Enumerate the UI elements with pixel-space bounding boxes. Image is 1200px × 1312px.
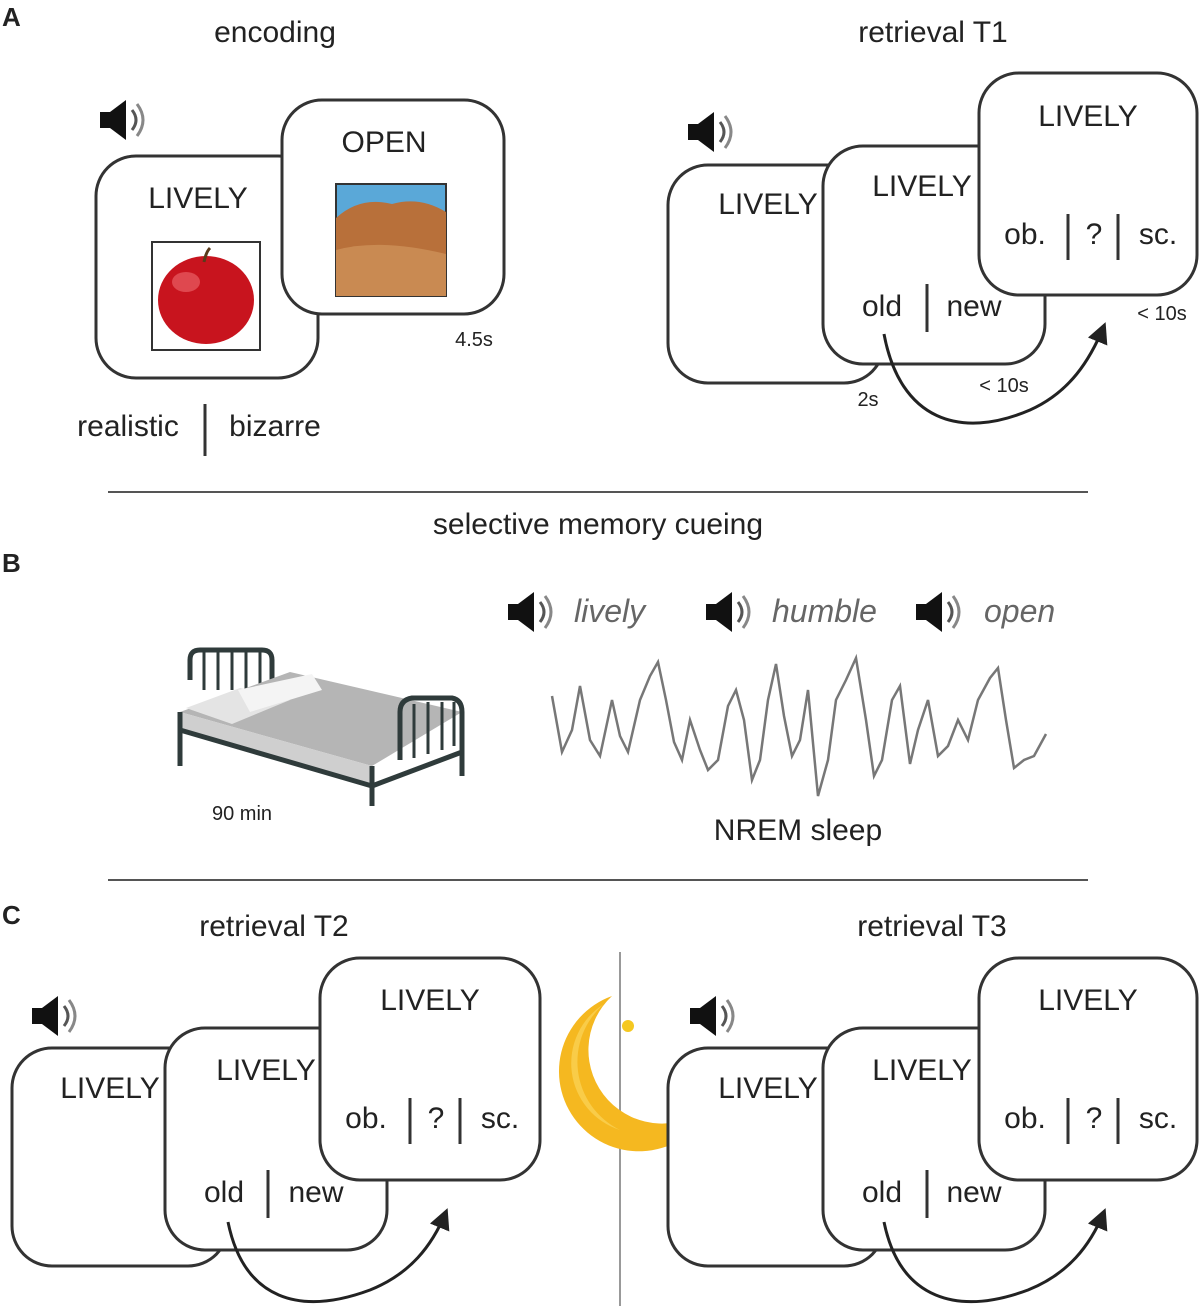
t2-new-label: new (288, 1176, 343, 1209)
encoding-word-lively: LIVELY (148, 182, 248, 215)
t2-old-label: old (204, 1176, 244, 1209)
speaker-icon (98, 98, 145, 142)
t3-unsure-label: ? (1086, 1102, 1103, 1135)
t3-card-2-word: LIVELY (872, 1054, 972, 1087)
t2-sc-label: sc. (481, 1102, 519, 1135)
t2-card-3-word: LIVELY (380, 984, 480, 1017)
t3-card-3 (977, 956, 1199, 1182)
encoding-heading: encoding (214, 16, 336, 49)
cueing-heading: selective memory cueing (433, 508, 763, 541)
t3-card-1-word: LIVELY (718, 1072, 818, 1105)
response-realistic: realistic (77, 410, 179, 443)
t3-card-3-word: LIVELY (1038, 984, 1138, 1017)
speaker-icon (686, 110, 733, 154)
retrieval-t2-heading: retrieval T2 (199, 910, 349, 943)
t2-unsure-label: ? (428, 1102, 445, 1135)
t2-card-3 (318, 956, 542, 1182)
t1-timing-1: 2s (857, 389, 878, 411)
t1-card-1-word: LIVELY (718, 188, 818, 221)
apple-image (151, 241, 261, 351)
eeg-waveform (550, 653, 1048, 797)
t3-sc-label: sc. (1139, 1102, 1177, 1135)
encoding-timing: 4.5s (455, 329, 493, 351)
speaker-icon (688, 994, 735, 1038)
t2-card-2-word: LIVELY (216, 1054, 316, 1087)
panel-label-c: C (2, 900, 21, 930)
t3-flow-arrow (882, 1208, 1108, 1303)
cue-word-humble: humble (772, 593, 877, 629)
panel-label-b: B (2, 548, 21, 578)
t1-flow-arrow (882, 322, 1108, 425)
t1-old-label: old (862, 290, 902, 323)
speaker-icon (704, 590, 751, 634)
retrieval-t3-heading: retrieval T3 (857, 910, 1007, 943)
t2-ob-label: ob. (345, 1102, 387, 1135)
t1-ob-label: ob. (1004, 218, 1046, 251)
t1-sc-label: sc. (1139, 218, 1177, 251)
encoding-word-open: OPEN (341, 126, 426, 159)
t1-timing-2: < 10s (979, 375, 1028, 397)
t1-card-3 (977, 71, 1199, 297)
t3-old-label: old (862, 1176, 902, 1209)
t3-new-label: new (946, 1176, 1001, 1209)
panel-label-a: A (2, 2, 21, 32)
response-bizarre: bizarre (229, 410, 321, 443)
t1-card-2-word: LIVELY (872, 170, 972, 203)
cue-word-open: open (984, 593, 1055, 629)
t3-ob-label: ob. (1004, 1102, 1046, 1135)
t1-timing-3: < 10s (1137, 303, 1186, 325)
desert-landscape-image (335, 183, 447, 297)
speaker-icon (506, 590, 553, 634)
t1-new-label: new (946, 290, 1001, 323)
speaker-icon (30, 994, 77, 1038)
nrem-sleep-label: NREM sleep (714, 814, 882, 847)
speaker-icon (914, 590, 961, 634)
t1-card-3-word: LIVELY (1038, 100, 1138, 133)
cue-word-lively: lively (574, 593, 647, 629)
retrieval-t1-heading: retrieval T1 (858, 16, 1008, 49)
bed-icon (177, 647, 465, 806)
t2-flow-arrow (226, 1208, 450, 1303)
t2-card-1-word: LIVELY (60, 1072, 160, 1105)
t1-unsure-label: ? (1086, 218, 1103, 251)
moon-icon (558, 996, 712, 1152)
bed-duration: 90 min (212, 803, 272, 825)
